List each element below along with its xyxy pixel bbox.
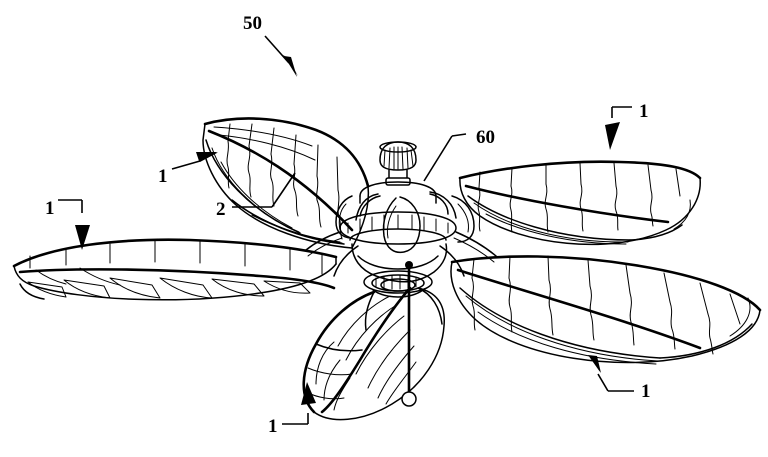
callout-1-lower-right: 1 [641,381,651,402]
callout-1-upper-right: 1 [639,101,649,122]
callout-50: 50 [243,13,262,34]
callout-60: 60 [476,127,495,148]
callout-2: 2 [216,199,226,220]
blade-left [12,238,338,301]
canopy-and-downrod [359,141,437,204]
blade-upper-left [202,117,370,249]
callout-1-upper-left: 1 [158,166,168,187]
callout-1-left: 1 [45,198,55,219]
motor-housing [339,211,457,298]
blade-upper-right [458,160,702,246]
callout-1-bottom: 1 [268,416,278,437]
blade-arm-details [305,231,497,277]
pull-chain [401,261,417,407]
blade-bottom [302,286,445,421]
blade-lower-right [450,255,762,365]
